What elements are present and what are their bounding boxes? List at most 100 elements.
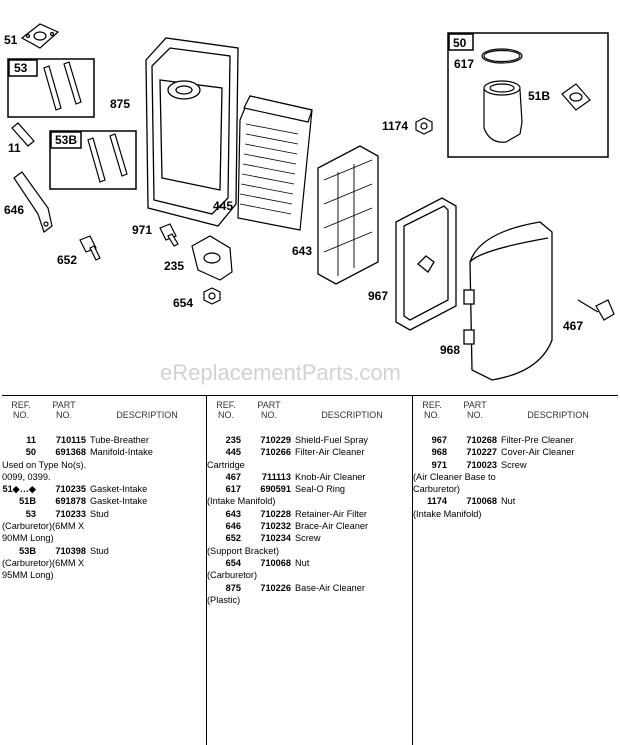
- screw-652-drawing: [79, 235, 101, 261]
- description-cell: Gasket-Intake: [90, 484, 148, 495]
- ref-no-cell: 53: [25, 508, 36, 519]
- description-cell: Tube-Breather: [90, 435, 149, 445]
- callout-51: 51: [4, 33, 18, 47]
- header-description: DESCRIPTION: [321, 410, 383, 420]
- ref-no-cell: 654: [225, 557, 241, 568]
- description-cell: Retainer-Air Filter: [295, 508, 367, 519]
- ref-no-cell: 11: [26, 435, 36, 445]
- ref-no-cell: 968: [431, 447, 447, 458]
- column-header: REF. NO. PART NO. DESCRIPTION: [207, 396, 413, 424]
- ref-no-cell: 875: [225, 582, 241, 593]
- column-header: REF. NO. PART NO. DESCRIPTION: [2, 396, 206, 424]
- part-no-cell: 691368: [55, 447, 86, 458]
- description-cell: Manifold-Intake Used on Type No(s). 0099…: [2, 447, 153, 482]
- parts-table: REF. NO. PART NO. DESCRIPTION 11 710115 Tu…: [2, 395, 618, 745]
- screw-971-drawing: [159, 223, 179, 247]
- header-ref-no: REF. NO.: [216, 400, 236, 420]
- part-no-cell: 711113: [261, 471, 291, 482]
- callout-445: 445: [213, 199, 233, 213]
- description-cell: Stud (Carburetor)(6MM X 90MM Long): [2, 508, 109, 544]
- part-no-cell: 710115: [55, 435, 86, 445]
- description-cell: Nut (Carburetor): [207, 557, 310, 581]
- gasket-51-drawing: [20, 23, 60, 49]
- description-cell: Base-Air Cleaner (Plastic): [207, 582, 365, 605]
- callout-654: 654: [173, 296, 193, 310]
- ref-no-cell: 967: [431, 435, 447, 445]
- callout-646: 646: [4, 203, 24, 217]
- part-no-cell: 710266: [260, 447, 291, 458]
- ref-no-cell: 51◆…◆: [2, 484, 36, 495]
- callout-967: 967: [368, 289, 388, 303]
- part-no-cell: 691878: [55, 496, 86, 507]
- part-no-cell: 710023: [466, 459, 497, 470]
- brace-646-drawing: [13, 171, 53, 233]
- part-no-cell: 710068: [260, 557, 291, 568]
- part-no-cell: 710228: [260, 508, 291, 519]
- callout-467: 467: [563, 319, 583, 333]
- fuel-spray-shield-235-drawing: [191, 235, 233, 281]
- header-part-no: PART NO.: [52, 400, 76, 420]
- table-row: 11 710115 Tube-Breather: [2, 434, 206, 446]
- description-cell: Gasket-Intake: [90, 496, 148, 507]
- ref-no-cell: 652: [225, 533, 241, 544]
- ref-no-cell: 646: [225, 521, 241, 532]
- nut-654-drawing: [203, 287, 221, 305]
- breather-tube-11-drawing: [11, 122, 35, 147]
- description-cell: Stud (Carburetor)(6MM X 95MM Long): [2, 545, 109, 581]
- header-part-no: PART NO.: [257, 400, 281, 420]
- part-no-cell: 710235: [55, 484, 86, 495]
- description-cell: Screw (Support Bracket): [207, 533, 321, 556]
- ref-no-cell: 1174: [427, 496, 447, 507]
- callout-51b: 51B: [528, 89, 550, 103]
- watermark: eReplacementParts.com: [160, 360, 401, 385]
- parts-column-1: REF. NO. PART NO. DESCRIPTION 11 710115 Tu…: [2, 396, 206, 745]
- callout-11: 11: [8, 141, 21, 155]
- description-cell: Shield-Fuel Spray: [295, 435, 369, 445]
- ref-no-cell: 643: [225, 508, 241, 519]
- ref-no-cell: 971: [431, 459, 447, 470]
- ref-no-cell: 235: [225, 435, 241, 445]
- callout-53b: 53B: [55, 133, 77, 147]
- header-description: DESCRIPTION: [527, 410, 589, 420]
- header-ref-no: REF. NO.: [11, 400, 31, 420]
- table-row: 51B 691878 Gasket-Intake: [2, 495, 206, 507]
- pre-cleaner-967-drawing: [395, 197, 457, 331]
- header-part-no: PART NO.: [463, 400, 487, 420]
- exploded-parts-diagram: 51 53 875 11 53B 646 971 652 235 654 445…: [4, 23, 615, 385]
- filter-cartridge-445-drawing: [237, 95, 313, 231]
- part-no-cell: 710234: [260, 533, 291, 544]
- table-row: 643 710228 Retainer-Air Filter: [207, 508, 413, 520]
- stud-53b-box: [49, 130, 137, 190]
- callout-971: 971: [132, 223, 152, 237]
- column-header: REF. NO. PART NO. DESCRIPTION: [413, 396, 619, 424]
- intake-manifold-50-box: [447, 32, 609, 158]
- description-cell: Filter-Air Cleaner Cartridge: [207, 447, 365, 470]
- part-no-cell: 710068: [466, 496, 497, 507]
- air-cleaner-cover-968-drawing: [463, 221, 553, 381]
- callout-50: 50: [453, 36, 467, 50]
- part-no-cell: 710227: [466, 447, 497, 458]
- air-cleaner-base-875-drawing: [145, 37, 239, 227]
- ref-no-cell: 445: [225, 447, 241, 458]
- ref-no-cell: 51B: [19, 496, 36, 507]
- description-cell: Knob-Air Cleaner: [295, 471, 366, 482]
- description-cell: Nut (Intake Manifold): [413, 496, 516, 519]
- callout-652: 652: [57, 253, 77, 267]
- part-no-cell: 710268: [466, 435, 497, 445]
- stud-53-box: [7, 58, 95, 118]
- nut-1174-drawing: [415, 117, 433, 135]
